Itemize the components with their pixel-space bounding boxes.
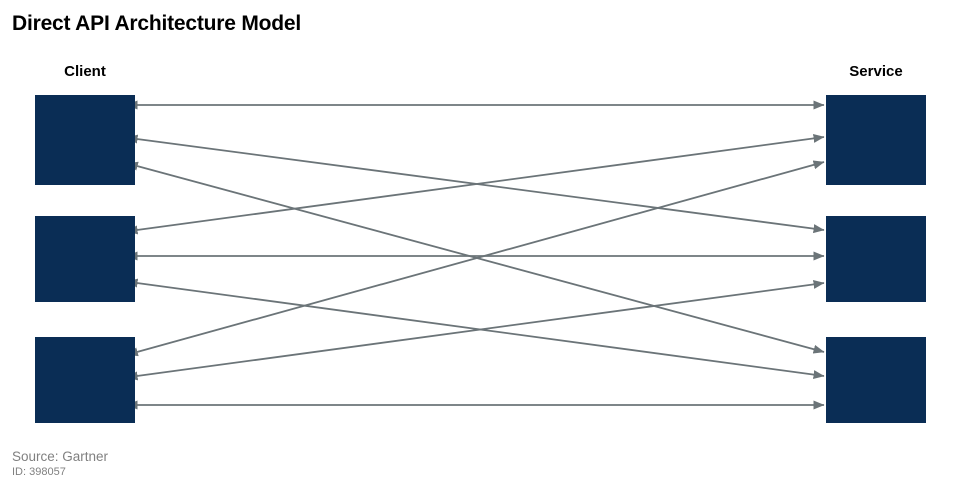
column-label-client: Client <box>64 63 106 80</box>
source-attribution: Source: Gartner <box>12 449 109 464</box>
service-node-1[interactable] <box>826 95 926 185</box>
document-id: ID: 398057 <box>12 466 66 478</box>
service-node-2[interactable] <box>826 216 926 302</box>
footer: Source: Gartner ID: 398057 <box>12 449 108 479</box>
client-node-2[interactable] <box>35 216 135 302</box>
connection-lines <box>126 100 825 410</box>
service-node-3[interactable] <box>826 337 926 423</box>
client-node-3[interactable] <box>35 337 135 423</box>
column-label-service: Service <box>849 63 903 80</box>
page-title: Direct API Architecture Model <box>12 12 302 35</box>
connector-client-3-to-service-2 <box>126 279 825 381</box>
client-node-1[interactable] <box>35 95 135 185</box>
